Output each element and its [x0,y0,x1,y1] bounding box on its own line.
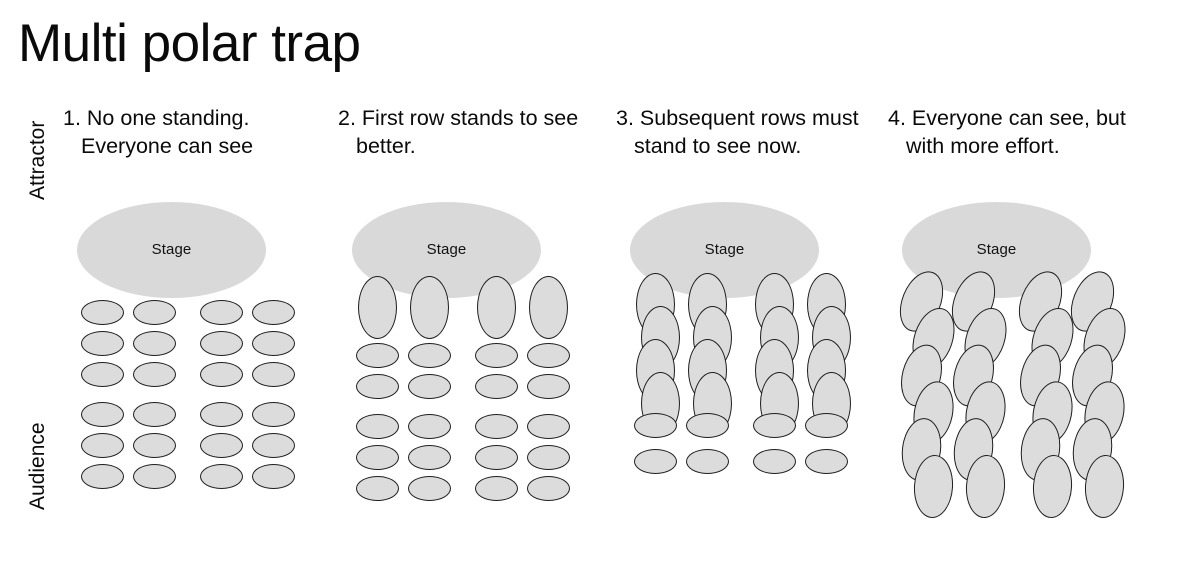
panel-3: 3. Subsequent rows must stand to see now… [608,104,878,544]
stage-label: Stage [704,241,745,258]
person-seated [753,449,796,474]
panel-2-caption: 2. First row stands to see better. [338,106,579,159]
stage-label: Stage [976,241,1017,258]
person-seated [81,362,124,387]
person-standing [529,276,568,339]
panel-2-audience [330,276,600,544]
person-seated [133,464,176,489]
person-seated [356,476,399,501]
person-seated [252,362,295,387]
person-seated [475,414,518,439]
person-seated [527,374,570,399]
person-seated [200,300,243,325]
panel-3-caption: 3. Subsequent rows must stand to see now… [616,106,859,159]
panel-1-stage-area: Stage [55,202,325,302]
page-title: Multi polar trap [18,14,361,73]
person-seated [408,343,451,368]
person-seated [200,433,243,458]
person-seated [81,331,124,356]
person-seated [527,476,570,501]
stage-label: Stage [426,241,467,258]
person-seated [356,374,399,399]
person-seated [200,402,243,427]
person-seated [81,300,124,325]
person-seated [133,362,176,387]
panel-4-caption: 4. Everyone can see, but with more effor… [888,106,1126,159]
person-seated [753,413,796,438]
person-seated [133,402,176,427]
person-seated [805,413,848,438]
person-seated [686,413,729,438]
person-seated [475,343,518,368]
panel-1-audience [55,300,325,544]
person-seated [475,476,518,501]
panel-1: 1. No one standing. Everyone can see Sta… [55,104,325,544]
person-seated [133,300,176,325]
person-seated [133,433,176,458]
person-seated [634,413,677,438]
axis-label-audience: Audience [26,422,49,510]
person-seated [356,414,399,439]
person-seated [252,300,295,325]
person-seated [356,445,399,470]
person-seated [81,433,124,458]
person-seated [527,343,570,368]
person-seated [408,374,451,399]
person-seated [200,331,243,356]
person-seated [200,464,243,489]
axis-label-attractor: Attractor [26,120,49,200]
person-seated [686,449,729,474]
person-seated [252,464,295,489]
person-seated [81,464,124,489]
person-seated [527,414,570,439]
person-seated [200,362,243,387]
stage-ellipse: Stage [77,202,266,298]
person-seated [252,331,295,356]
person-seated [252,402,295,427]
person-seated [475,374,518,399]
panel-3-audience [608,273,878,544]
person-standing [358,276,397,339]
person-seated [133,331,176,356]
person-seated [408,445,451,470]
person-standing [410,276,449,339]
person-seated [81,402,124,427]
panel-4: 4. Everyone can see, but with more effor… [880,104,1150,544]
person-seated [805,449,848,474]
person-seated [252,433,295,458]
stage-label: Stage [151,241,192,258]
panel-1-caption: 1. No one standing. Everyone can see [63,106,254,159]
person-seated [408,476,451,501]
panel-4-audience [880,264,1150,544]
person-seated [408,414,451,439]
person-seated [475,445,518,470]
person-seated [634,449,677,474]
person-seated [527,445,570,470]
person-seated [356,343,399,368]
person-standing [477,276,516,339]
panel-2: 2. First row stands to see better. Stage [330,104,600,544]
